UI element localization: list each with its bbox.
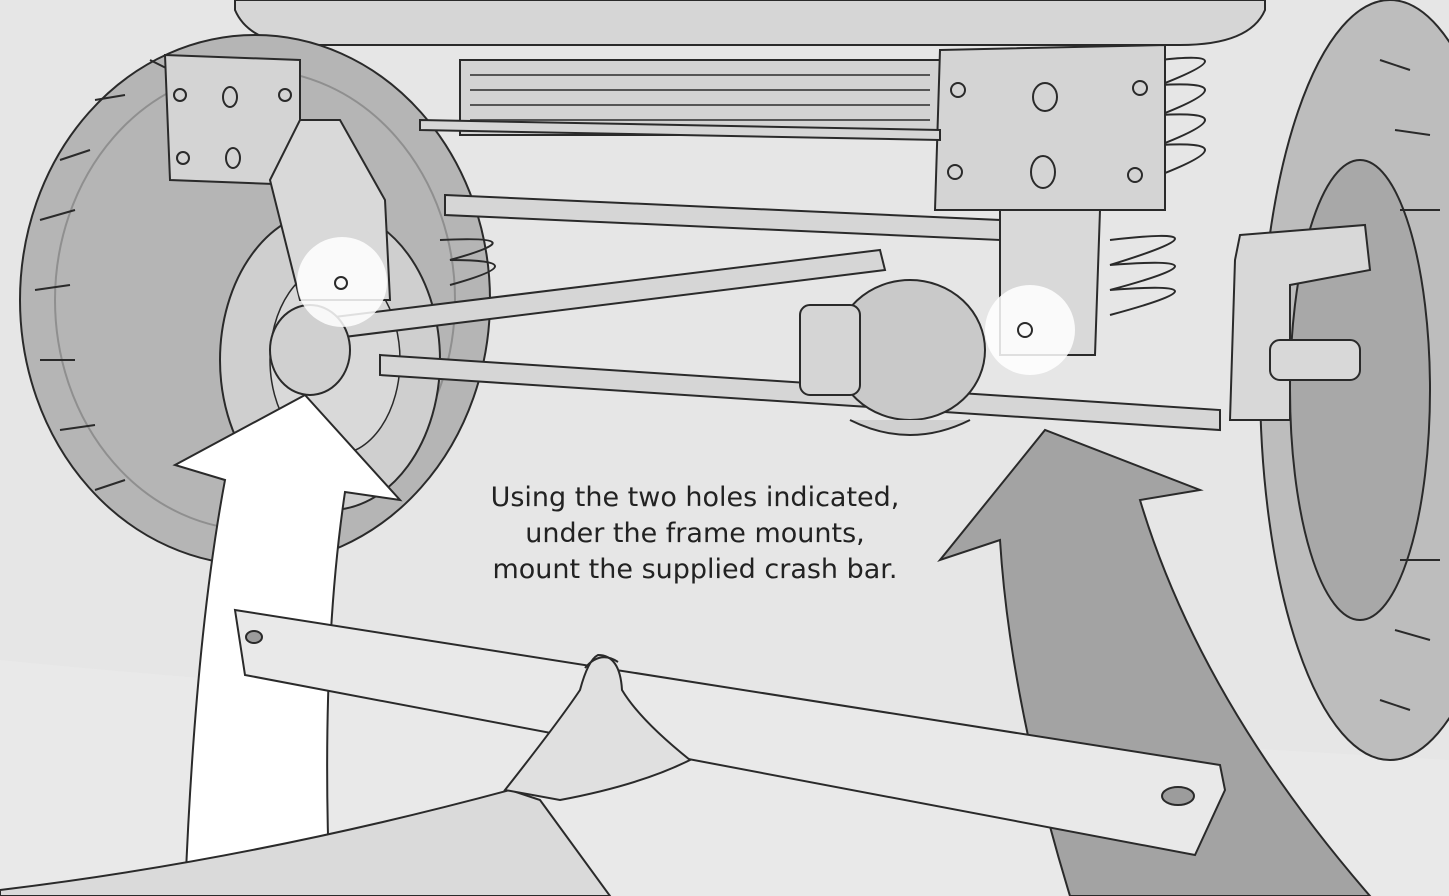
highlight-circle-icon [985,285,1075,375]
arm-with-hand [0,653,692,896]
left-coil-spring [439,238,496,286]
instruction-line-2: under the frame mounts, [525,518,865,549]
highlight-circle-icon [297,237,387,327]
instruction-line-3: mount the supplied crash bar. [492,554,898,585]
steering-linkage [308,118,1221,432]
vehicle-body [234,0,1266,46]
crash-bar [233,608,1227,857]
right-steering-knuckle [1228,223,1372,421]
left-mount-hole [334,276,348,290]
right-mount-hole [1017,322,1033,338]
instruction-line-1: Using the two holes indicated, [490,482,900,513]
instruction-caption: Using the two holes indicated, under the… [440,480,950,588]
differential [799,279,986,436]
